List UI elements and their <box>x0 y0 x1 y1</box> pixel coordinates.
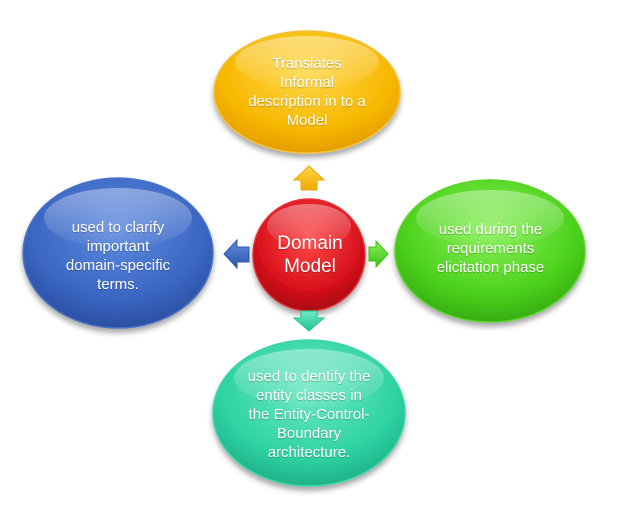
arrow-up-icon <box>292 165 326 191</box>
node-left <box>22 177 214 329</box>
arrow-left-icon <box>223 238 250 270</box>
node-bottom <box>212 339 406 487</box>
node-right <box>394 179 586 323</box>
arrow-right-icon <box>368 239 389 269</box>
arrow-down-icon <box>292 310 326 332</box>
node-top <box>213 30 401 154</box>
node-center <box>252 198 366 312</box>
